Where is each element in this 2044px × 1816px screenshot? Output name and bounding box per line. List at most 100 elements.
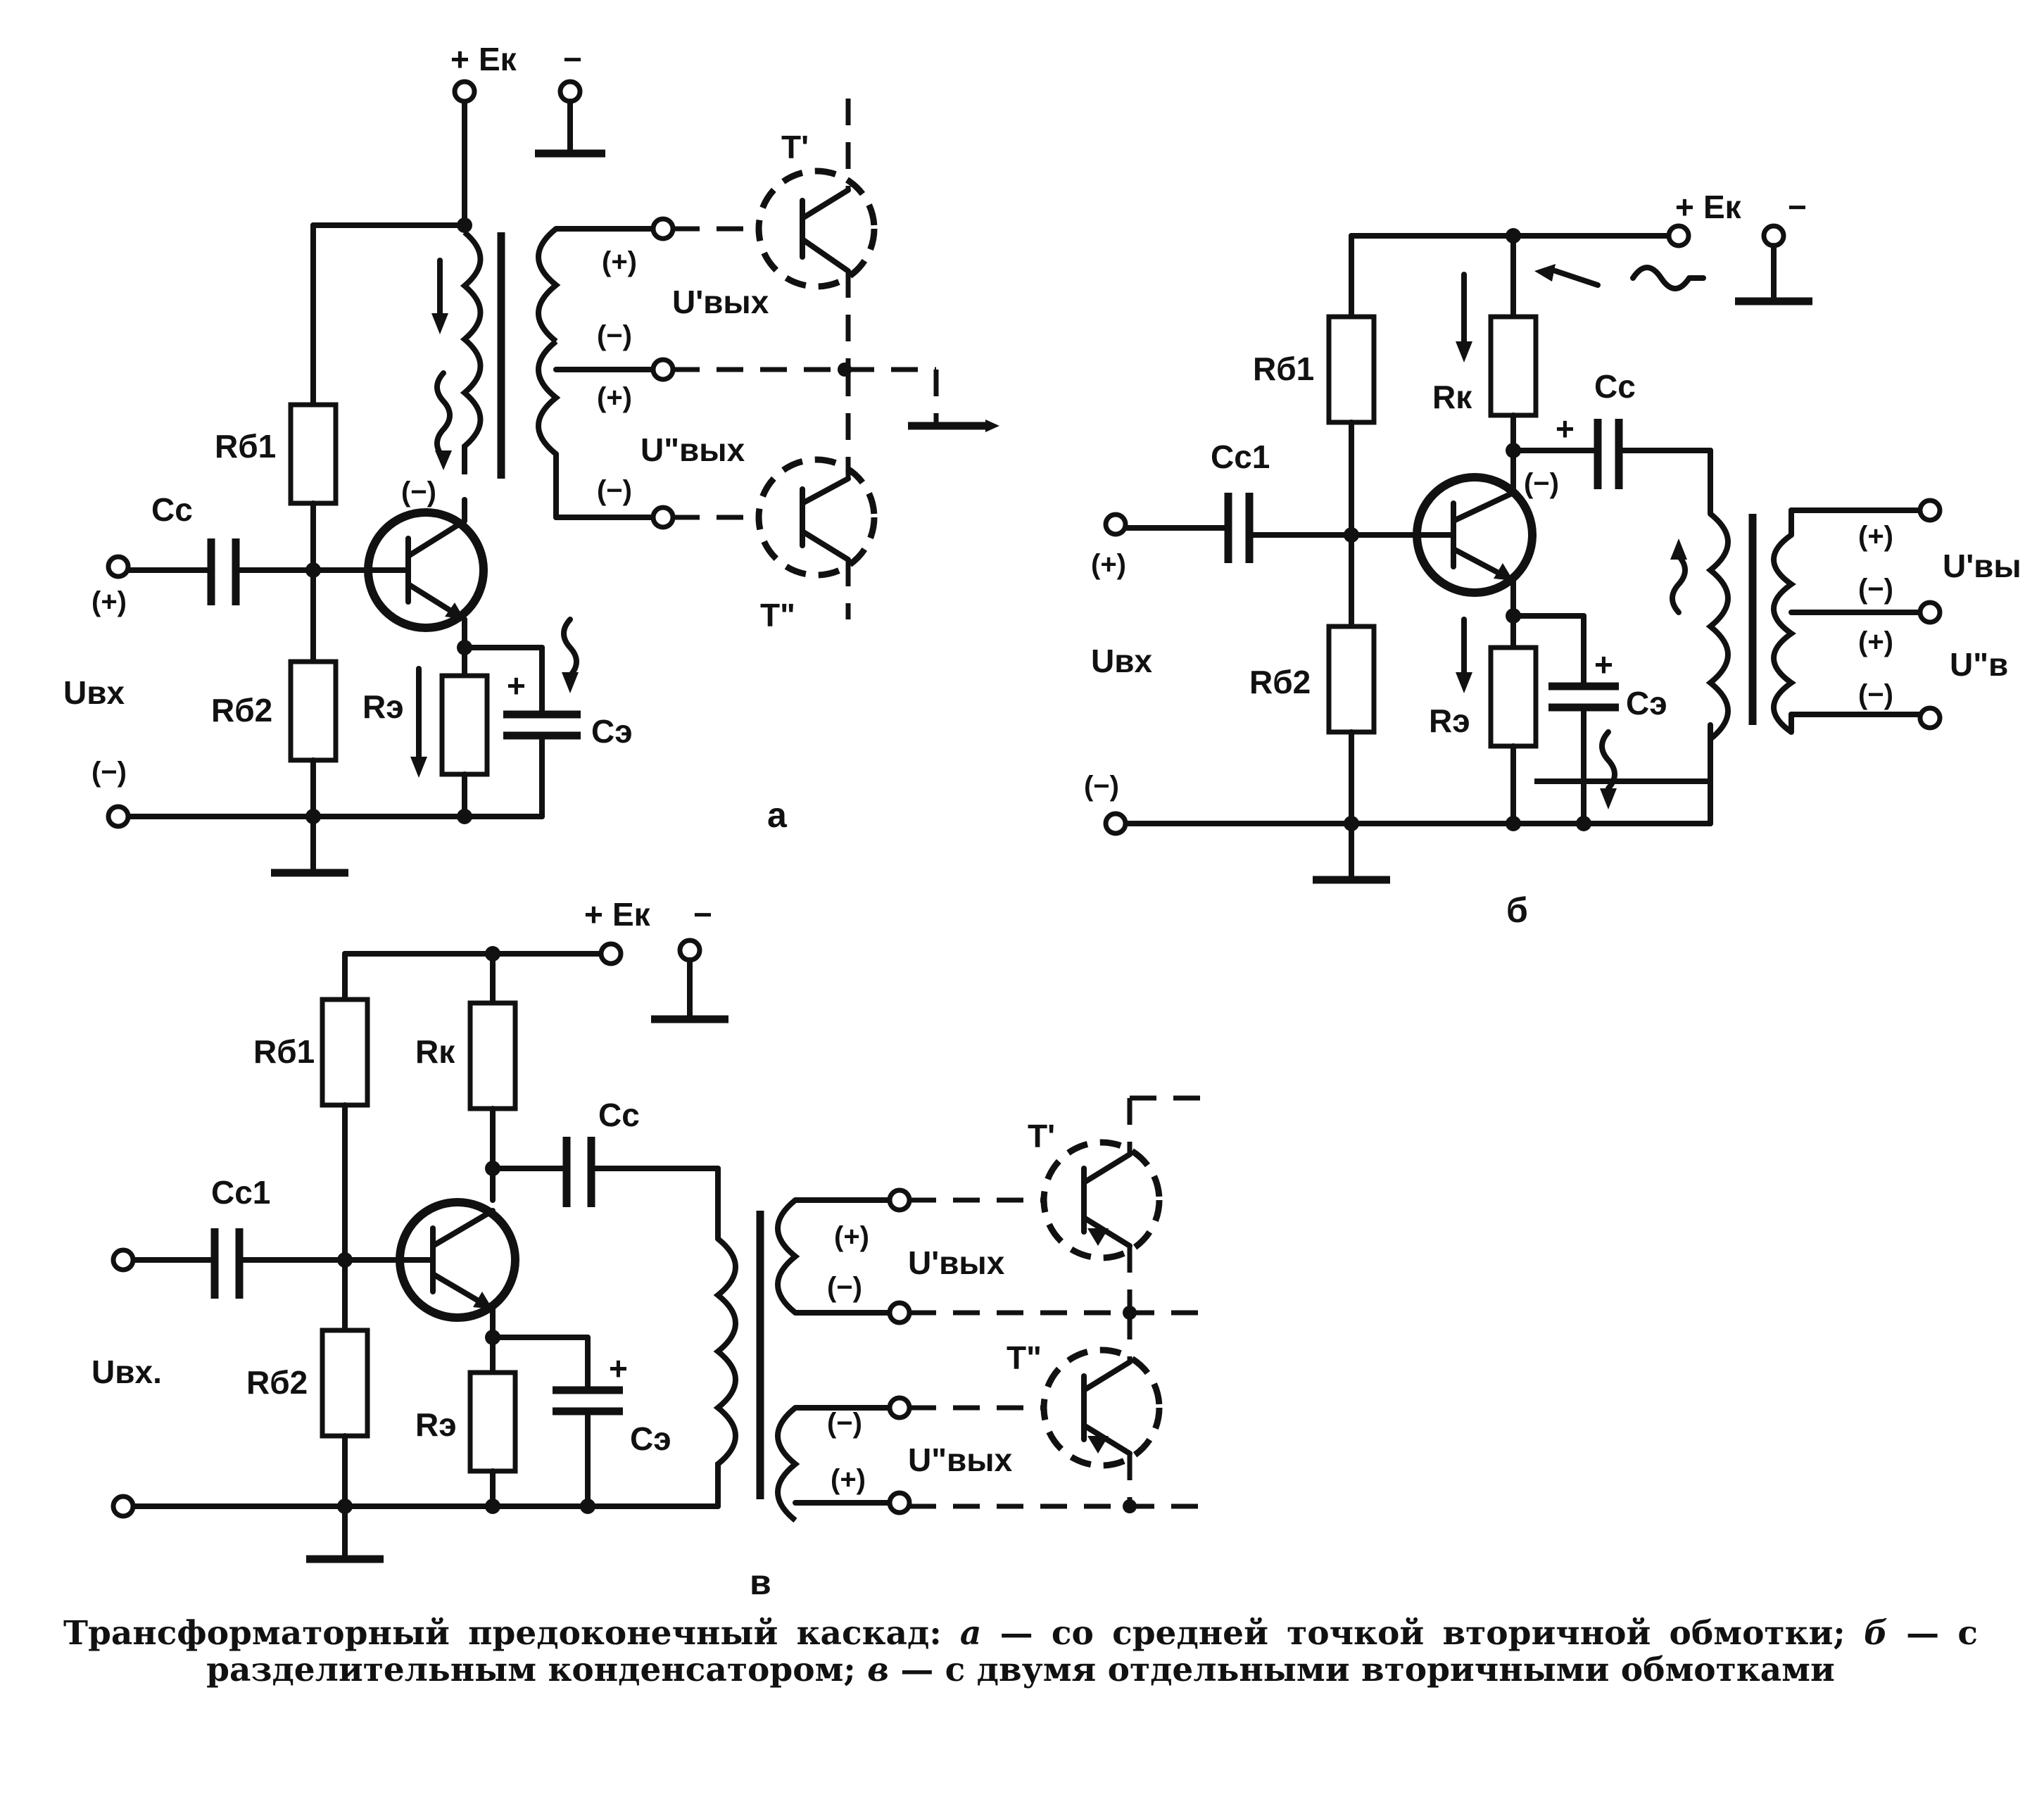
caption-part-1: Трансформаторный предоконечный каскад: — [63, 1614, 960, 1653]
ce-label-c: Cэ — [630, 1420, 671, 1457]
supply-label-a: Eк — [479, 41, 517, 77]
uin-label-c: Uвх. — [92, 1354, 162, 1390]
ce-plus-b: + — [1594, 646, 1613, 683]
cc-label-a: Cс — [151, 491, 193, 528]
rb1-label-b: Rб1 — [1253, 351, 1314, 387]
caption-mark-b: б — [1863, 1614, 1888, 1653]
collector-polarity-a: (−) — [401, 477, 436, 507]
t2-label-a: T" — [760, 597, 795, 633]
primary-winding-a — [460, 229, 484, 474]
rb1-label-c: Rб1 — [253, 1033, 315, 1070]
rk-label-c: Rк — [415, 1033, 455, 1070]
panel-label-c: в — [750, 1563, 771, 1602]
output-transistor-t1-a — [755, 168, 878, 290]
cc-label-b: Cс — [1594, 368, 1636, 405]
supply-terminal-b — [1666, 223, 1691, 248]
input-pos-label-b: (+) — [1091, 549, 1126, 580]
ce-label-a: Cэ — [591, 713, 633, 750]
re-label-c: Rэ — [415, 1406, 457, 1443]
panel-label-b: б — [1506, 890, 1528, 930]
resistor-rb1-a — [288, 402, 339, 506]
uout2-label-b: U"в — [1950, 646, 2008, 683]
panel-label-a: а — [767, 795, 788, 835]
rb2-label-a: Rб2 — [211, 692, 272, 729]
input-pos-label-a: (+) — [92, 586, 127, 617]
resistor-rb2-a — [288, 659, 339, 763]
secondary-winding-b — [1771, 532, 1796, 735]
resistor-rb2-b — [1326, 624, 1377, 735]
output-transistor-t2-a — [755, 456, 878, 579]
uout1-label-b: U'вы — [1943, 548, 2021, 584]
primary-winding-c — [713, 1236, 738, 1506]
uout1-label-c: U'вых — [908, 1244, 1005, 1281]
supply-plus-label-a: + — [450, 41, 469, 77]
uout2-label-a: U"вых — [641, 431, 745, 468]
collector-polarity-b: (−) — [1524, 468, 1559, 499]
uin-label-a: Uвх — [63, 674, 125, 711]
neg-label-a2: (−) — [597, 475, 632, 506]
supply-label-b: Eк — [1703, 189, 1742, 225]
supply-minus-label-c: − — [693, 896, 712, 933]
output-transistor-t2-c — [1040, 1347, 1163, 1469]
cc1-label-c: Cс1 — [211, 1174, 270, 1211]
resistor-re-b — [1488, 645, 1539, 749]
supply-plus-label-b: + — [1675, 189, 1694, 225]
rk-label-b: Rк — [1432, 379, 1472, 415]
neg-label-c1: (−) — [827, 1272, 862, 1303]
figure-caption: Трансформаторный предоконечный каскад: а… — [63, 1615, 1978, 1689]
resistor-rk-c — [467, 1000, 518, 1111]
uout2-label-c: U"вых — [908, 1442, 1013, 1478]
cc-plus-b: + — [1556, 410, 1575, 447]
rb2-label-c: Rб2 — [246, 1364, 308, 1401]
caption-part-3: — с разделительным конденсатором; — [206, 1614, 1978, 1689]
resistor-rb1-c — [320, 997, 370, 1108]
uout1-label-a: U'вых — [672, 284, 769, 320]
secondary-winding-c-top — [775, 1197, 800, 1316]
neg-label-b1: (−) — [1858, 574, 1893, 605]
supply-label-c: Eк — [612, 896, 651, 933]
circuit-a: + Eк − Rб1 (+) (−) (+) (−) U'вых — [63, 41, 999, 877]
input-neg-label-a: (−) — [92, 757, 127, 788]
t1-label-a: T' — [781, 129, 809, 165]
neg-label-c2: (−) — [827, 1408, 862, 1439]
t2-label-c: T" — [1007, 1339, 1042, 1376]
caption-part-4: — с двумя отдельными вторичными обмоткам… — [888, 1651, 1835, 1689]
rb1-label-a: Rб1 — [215, 428, 276, 465]
rb2-label-b: Rб2 — [1249, 664, 1311, 700]
re-label-a: Rэ — [362, 688, 404, 725]
circuit-b: + Eк − Rб1 Rк Cс + (−) — [1084, 189, 2021, 930]
neg-label-a1: (−) — [597, 320, 632, 351]
ce-plus-a: + — [507, 667, 526, 704]
input-neg-label-b: (−) — [1084, 771, 1119, 802]
output-transistor-t1-c — [1040, 1139, 1163, 1261]
ce-plus-c: + — [609, 1350, 628, 1387]
caption-part-2: — со средней точкой вторичной обмотки; — [981, 1614, 1864, 1653]
primary-winding-b — [1534, 511, 1731, 784]
pos-label-c1: (+) — [834, 1221, 869, 1252]
ce-label-b: Cэ — [1626, 685, 1667, 721]
resistor-rb1-b — [1326, 314, 1377, 425]
cc1-label-b: Cс1 — [1211, 439, 1270, 475]
supply-plus-label-c: + — [584, 896, 603, 933]
t1-label-c: T' — [1028, 1118, 1055, 1154]
supply-terminal-a — [452, 79, 477, 104]
resistor-rk-b — [1488, 314, 1539, 418]
pos-label-c2: (+) — [831, 1464, 866, 1495]
pos-label-a2: (+) — [597, 382, 632, 413]
uin-label-b: Uвх — [1091, 643, 1152, 679]
resistor-re-c — [467, 1370, 518, 1474]
resistor-re-a — [439, 673, 490, 777]
secondary-winding-a-top — [536, 226, 561, 344]
secondary-winding-c-bottom — [775, 1405, 800, 1523]
pos-label-a1: (+) — [602, 246, 637, 277]
cc-label-c: Cс — [598, 1097, 640, 1133]
re-label-b: Rэ — [1429, 702, 1470, 739]
caption-mark-c: в — [867, 1651, 889, 1689]
caption-mark-a: а — [959, 1614, 982, 1653]
secondary-winding-a-bottom — [536, 339, 561, 457]
supply-minus-label-b: − — [1788, 189, 1807, 225]
resistor-rb2-c — [320, 1328, 370, 1439]
pos-label-b1: (+) — [1858, 521, 1893, 552]
supply-terminal-c — [598, 941, 624, 966]
